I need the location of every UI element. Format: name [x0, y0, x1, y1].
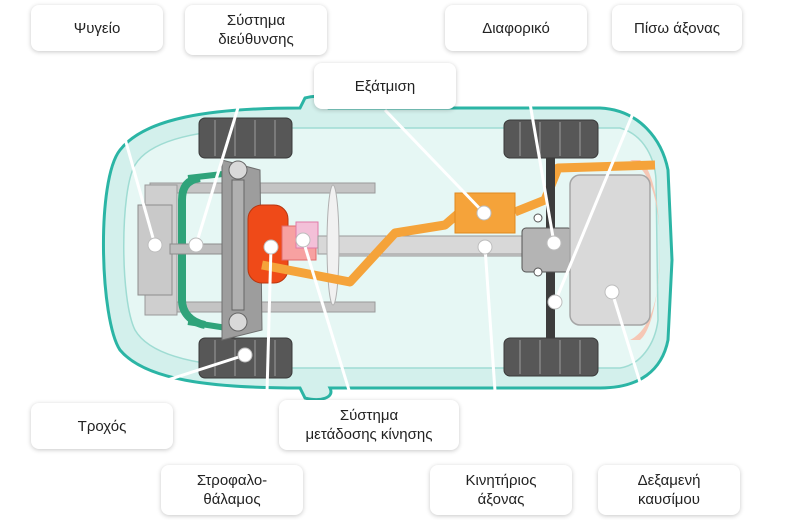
label-differential: Διαφορικό	[445, 5, 587, 51]
label-rear-axle: Πίσω άξονας	[612, 5, 742, 51]
markers	[147, 205, 620, 363]
front-axle	[169, 159, 263, 341]
fuel-tank	[569, 174, 651, 326]
label-wheel: Τροχός	[31, 403, 173, 449]
label-radiator: Ψυγείο	[31, 5, 163, 51]
label-crankcase: Στροφαλο- θάλαμος	[161, 465, 303, 515]
label-drive-shaft: Κινητήριος άξονας	[430, 465, 572, 515]
leader-lines	[89, 44, 667, 466]
label-steering-system: Σύστημα διεύθυνσης	[185, 5, 327, 55]
label-exhaust: Εξάτμιση	[314, 63, 456, 109]
label-fuel-tank: Δεξαμενή καυσίμου	[598, 465, 740, 515]
label-transmission-system: Σύστημα μετάδοσης κίνησης	[279, 400, 459, 450]
